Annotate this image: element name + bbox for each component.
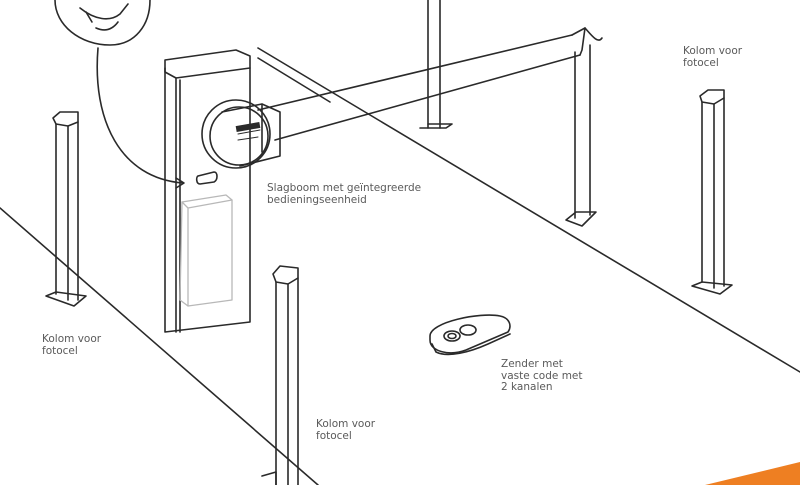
photocell-column-bottom [261, 265, 299, 485]
label-photocell-column-top-right: Kolom voor fotocel [683, 45, 743, 69]
label-line: Kolom voor [42, 333, 102, 345]
label-transmitter: Zender met vaste code met 2 kanalen [501, 358, 583, 394]
boom-support-post [565, 44, 597, 227]
callout-leader [96, 47, 184, 184]
boom-hub [201, 99, 281, 169]
label-line: vaste code met [501, 369, 583, 382]
label-photocell-column-left: Kolom voor fotocel [42, 333, 102, 357]
barrier-cabinet [164, 49, 251, 333]
road-edges [0, 47, 800, 485]
label-line: Zender met [501, 358, 563, 370]
label-line: bedieningseenheid [267, 193, 367, 206]
label-line: 2 kanalen [501, 381, 553, 393]
label-barrier: Slagboom met geïntegreerde bedieningseen… [267, 182, 422, 206]
label-line: fotocel [683, 56, 719, 69]
label-line: fotocel [316, 429, 352, 442]
label-line: Kolom voor [316, 418, 376, 430]
label-line: Kolom voor [683, 45, 743, 57]
key-callout [54, 0, 185, 189]
background-post-center [419, 0, 453, 129]
label-line: fotocel [42, 344, 78, 357]
remote-transmitter [429, 314, 511, 356]
photocell-column-left [45, 111, 87, 307]
barrier-boom-arm [257, 27, 603, 141]
label-photocell-column-bottom: Kolom voor fotocel [316, 418, 376, 442]
accent-stripe [705, 462, 800, 485]
label-line: Slagboom met geïntegreerde [267, 182, 422, 194]
photocell-column-right [691, 89, 733, 295]
